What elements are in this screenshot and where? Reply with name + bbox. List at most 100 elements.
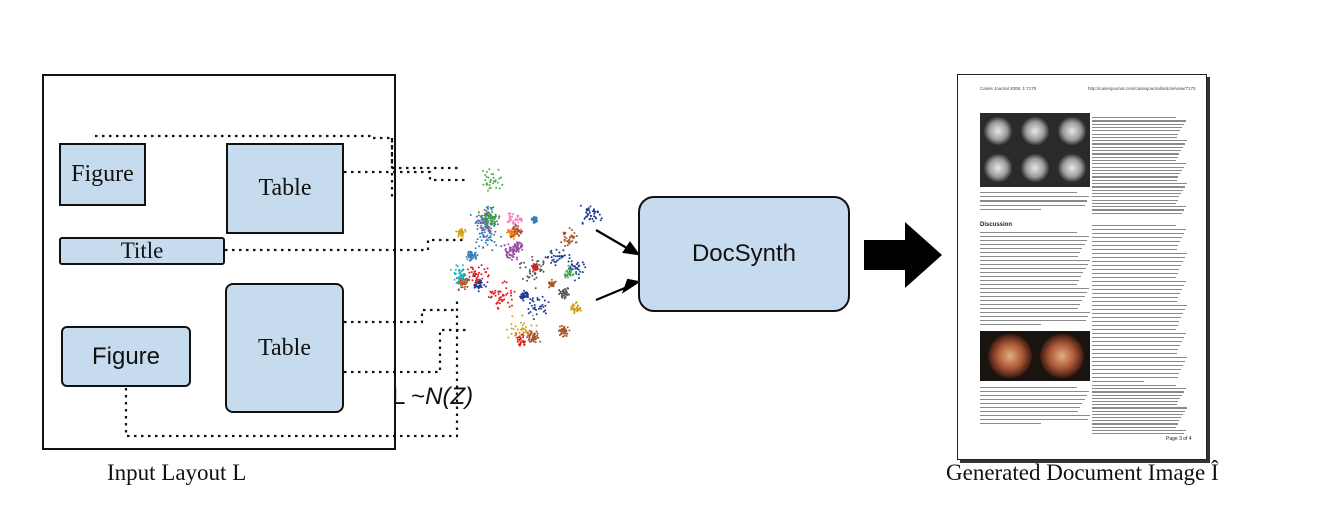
scatter-point <box>510 292 513 294</box>
scatter-point <box>479 226 482 229</box>
scatter-point <box>503 244 506 247</box>
scatter-point <box>459 279 462 282</box>
doc-text-line <box>1092 388 1187 390</box>
scatter-point <box>525 291 528 294</box>
doc-text-line <box>980 232 1077 234</box>
scatter-point <box>542 260 545 263</box>
scatter-point <box>514 222 516 225</box>
scatter-point <box>481 170 484 172</box>
scatter-point <box>519 337 522 340</box>
scatter-point <box>559 329 562 332</box>
scatter-point <box>524 340 527 343</box>
scatter-point <box>533 306 536 309</box>
scatter-point <box>518 335 521 338</box>
scatter-point <box>560 256 563 259</box>
scatter-point <box>501 300 504 303</box>
scatter-point <box>560 295 563 298</box>
doc-text-line <box>1092 166 1185 168</box>
scatter-point <box>558 251 561 254</box>
scatter-point <box>520 220 523 223</box>
doc-text-line <box>1092 237 1183 239</box>
scatter-point <box>484 218 487 221</box>
doc-text-line <box>1092 265 1182 267</box>
latent-scatter-plot <box>450 168 603 347</box>
scatter-point <box>513 235 516 238</box>
scatter-point <box>527 339 530 342</box>
doc-text-line <box>1092 305 1187 307</box>
scatter-point <box>517 221 520 224</box>
doc-text-line <box>1092 325 1178 327</box>
scatter-point <box>573 279 576 282</box>
scatter-point <box>515 256 518 259</box>
doc-text-line <box>980 308 1078 310</box>
scatter-point <box>502 294 505 297</box>
scatter-point <box>476 278 479 281</box>
scatter-point <box>527 308 530 310</box>
scatter-point <box>459 232 462 235</box>
scatter-point <box>470 252 473 255</box>
fundus-left <box>988 334 1032 378</box>
scatter-point <box>508 253 511 256</box>
scatter-point <box>573 232 576 234</box>
doc-text-line <box>1092 169 1183 172</box>
doc-text-line <box>1092 361 1186 363</box>
doc-text-line <box>980 200 1087 202</box>
doc-text-line <box>1092 349 1179 351</box>
scatter-point <box>480 218 483 221</box>
scatter-point <box>535 324 538 327</box>
doc-text-line <box>1092 394 1183 396</box>
scatter-point <box>565 291 568 294</box>
scatter-point <box>476 228 479 230</box>
scatter-point <box>490 232 493 235</box>
scatter-point <box>516 328 519 331</box>
doc-text-line <box>980 407 1081 409</box>
scatter-point <box>556 255 559 258</box>
scatter-point <box>476 275 479 278</box>
scatter-point <box>458 276 461 279</box>
title-label: Title <box>120 238 164 263</box>
scatter-point <box>522 293 525 296</box>
doc-text-line <box>980 300 1083 302</box>
scatter-point <box>567 241 570 244</box>
scatter-point <box>455 230 458 233</box>
scatter-point <box>542 261 545 264</box>
scatter-point <box>528 276 531 279</box>
scatter-point <box>569 236 571 239</box>
scatter-point <box>593 208 595 211</box>
scatter-point <box>518 331 521 334</box>
scatter-point <box>462 268 465 271</box>
scatter-point <box>489 181 492 184</box>
scatter-point <box>492 173 494 176</box>
scatter-point <box>583 217 586 220</box>
scatter-point <box>485 212 488 215</box>
scatter-point <box>516 249 519 252</box>
scatter-point <box>484 174 487 176</box>
scatter-point <box>567 264 570 267</box>
scatter-point <box>457 235 460 238</box>
scatter-point <box>519 242 522 245</box>
scatter-point <box>488 168 491 171</box>
scatter-point <box>510 294 512 297</box>
scatter-point <box>464 228 466 231</box>
doc-text-line <box>1092 377 1178 379</box>
doc-text-line <box>1092 136 1177 139</box>
scatter-point <box>521 324 524 327</box>
dotted-connector-title <box>225 238 464 252</box>
doc-text-line <box>980 292 1087 294</box>
scatter-point <box>520 321 522 324</box>
scatter-point <box>487 211 490 214</box>
scatter-point <box>516 258 518 261</box>
doc-text-line <box>1092 202 1176 205</box>
scatter-point <box>494 216 497 219</box>
scatter-point <box>557 329 560 332</box>
scatter-point <box>498 299 501 302</box>
scatter-point <box>575 241 578 244</box>
scatter-point <box>552 258 555 261</box>
scatter-point <box>563 232 566 235</box>
scatter-point <box>487 215 490 218</box>
scatter-point <box>455 282 458 285</box>
scatter-point <box>481 214 484 217</box>
layout-table-box-top: Table <box>226 143 344 234</box>
doc-text-line <box>980 264 1088 266</box>
